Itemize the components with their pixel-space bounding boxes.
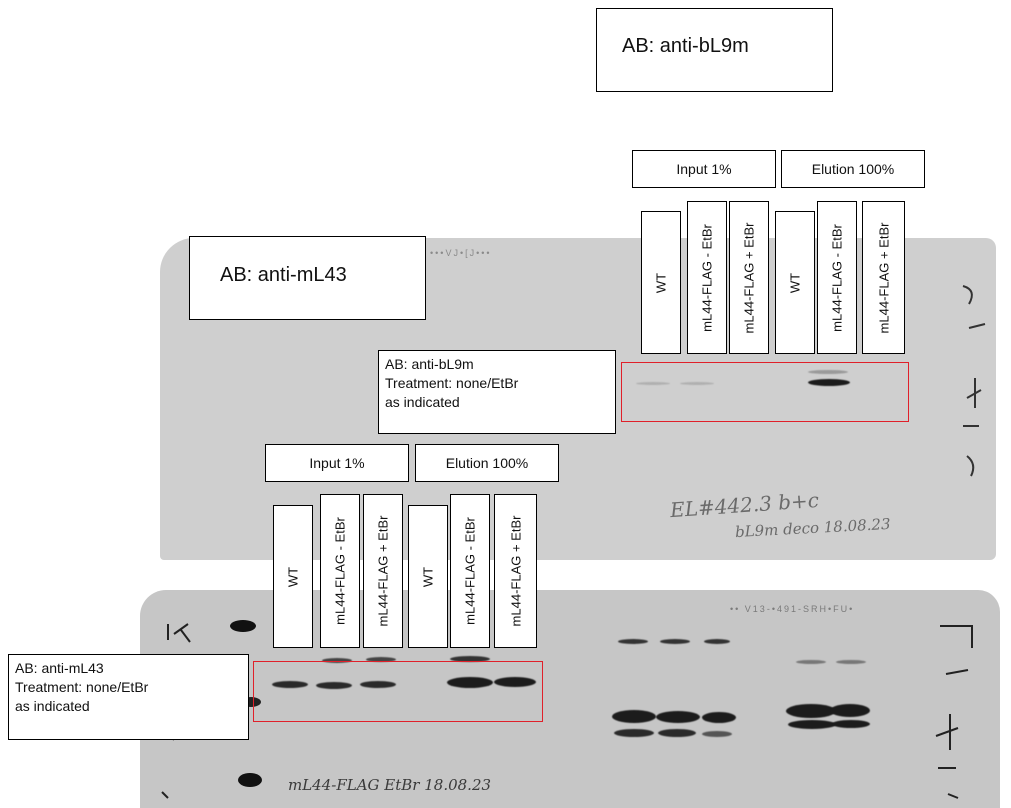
upper-lane-3-label: mL44-FLAG + EtBr <box>741 222 757 333</box>
lower-right-band-3 <box>704 639 730 644</box>
lower-lane-6: mL44-FLAG + EtBr <box>494 494 537 648</box>
lower-handwriting: mL44-FLAG EtBr 18.08.23 <box>288 776 492 794</box>
lower-lane-4-label: WT <box>420 566 436 587</box>
upper-membrane-edge-print: •••VJ•[J••• <box>430 248 492 258</box>
lower-right-band-1 <box>618 639 648 644</box>
upper-lane-2: mL44-FLAG - EtBr <box>687 201 727 354</box>
lower-lane-2: mL44-FLAG - EtBr <box>320 494 360 648</box>
upper-lane-2-label: mL44-FLAG - EtBr <box>699 223 715 332</box>
upper-band-lane2-faint <box>680 382 714 385</box>
lower-band-lane2 <box>316 682 352 689</box>
upper-annotation-line3: as indicated <box>385 394 460 410</box>
upper-band-lane5 <box>808 379 850 386</box>
upper-band-lane1-faint <box>636 382 670 385</box>
lower-lane-4: WT <box>408 505 448 648</box>
lower-right-band-4 <box>612 710 656 723</box>
lower-band-lane3-upper <box>366 657 396 662</box>
lower-right-band-13 <box>832 720 870 728</box>
left-antibody-title: AB: anti-mL43 <box>220 264 347 286</box>
upper-group-elution: Elution 100% <box>781 150 925 188</box>
lower-lane-2-label: mL44-FLAG - EtBr <box>332 517 348 625</box>
upper-lane-3: mL44-FLAG + EtBr <box>729 201 769 354</box>
upper-marker-ticks <box>962 285 986 477</box>
lower-group-input: Input 1% <box>265 444 409 482</box>
lower-annotation-box: AB: anti-mL43 Treatment: none/EtBr as in… <box>8 654 249 740</box>
lower-lane-3-label: mL44-FLAG + EtBr <box>375 515 391 627</box>
upper-group-input: Input 1% <box>632 150 776 188</box>
lower-annotation-line3: as indicated <box>15 698 90 714</box>
lower-lane-3: mL44-FLAG + EtBr <box>363 494 403 648</box>
upper-lane-5-label: mL44-FLAG - EtBr <box>829 223 845 332</box>
lower-band-lane2-upper <box>322 658 352 663</box>
lower-right-band-14 <box>796 660 826 664</box>
lower-band-lane6 <box>494 677 536 687</box>
lower-marker-ticks <box>935 625 973 799</box>
lower-annotation-line2: Treatment: none/EtBr <box>15 679 149 695</box>
lower-lane-6-label: mL44-FLAG + EtBr <box>508 515 523 627</box>
left-antibody-title-box: AB: anti-mL43 <box>189 236 426 320</box>
upper-band-lane5-faint <box>808 370 848 374</box>
upper-annotation-box: AB: anti-bL9m Treatment: none/EtBr as in… <box>378 350 616 434</box>
top-antibody-title: AB: anti-bL9m <box>622 35 749 57</box>
upper-lane-1-label: WT <box>653 272 669 293</box>
lower-right-band-11 <box>830 704 870 717</box>
lower-band-lane3 <box>360 681 396 688</box>
lower-group-input-label: Input 1% <box>309 455 365 471</box>
lower-right-band-7 <box>614 729 654 737</box>
lower-right-band-2 <box>660 639 690 644</box>
upper-group-elution-label: Elution 100% <box>811 161 895 177</box>
upper-annotation-line1: AB: anti-bL9m <box>385 356 474 372</box>
lower-lane-5: mL44-FLAG - EtBr <box>450 494 490 648</box>
lower-right-band-5 <box>656 711 700 723</box>
upper-group-input-label: Input 1% <box>676 161 732 177</box>
lower-group-elution: Elution 100% <box>415 444 559 482</box>
top-antibody-title-box: AB: anti-bL9m <box>596 8 833 92</box>
lower-right-band-12 <box>788 720 836 729</box>
lower-band-lane5 <box>447 677 493 688</box>
upper-annotation-line2: Treatment: none/EtBr <box>385 375 519 391</box>
upper-lane-4: WT <box>775 211 815 354</box>
upper-lane-1: WT <box>641 211 681 354</box>
lower-right-band-9 <box>702 731 732 737</box>
lower-highlight-box <box>253 661 543 722</box>
lower-lane-1: WT <box>273 505 313 648</box>
upper-lane-4-label: WT <box>787 272 803 293</box>
lower-lane-5-label: mL44-FLAG - EtBr <box>462 517 478 625</box>
lower-right-band-10 <box>786 704 836 718</box>
lower-band-lane5-upper <box>450 656 490 662</box>
upper-lane-5: mL44-FLAG - EtBr <box>817 201 857 354</box>
lower-annotation-line1: AB: anti-mL43 <box>15 660 104 676</box>
lower-right-band-6 <box>702 712 736 723</box>
lower-membrane-edge-print: •• V13-•491-SRH•FU• <box>730 604 855 614</box>
upper-highlight-box <box>621 362 909 422</box>
lower-band-lane1 <box>272 681 308 688</box>
upper-lane-6: mL44-FLAG + EtBr <box>862 201 905 354</box>
upper-lane-6-label: mL44-FLAG + EtBr <box>876 222 891 333</box>
lower-right-band-8 <box>658 729 696 737</box>
lower-lane-1-label: WT <box>285 566 301 587</box>
lower-right-band-15 <box>836 660 866 664</box>
lower-group-elution-label: Elution 100% <box>445 455 529 471</box>
